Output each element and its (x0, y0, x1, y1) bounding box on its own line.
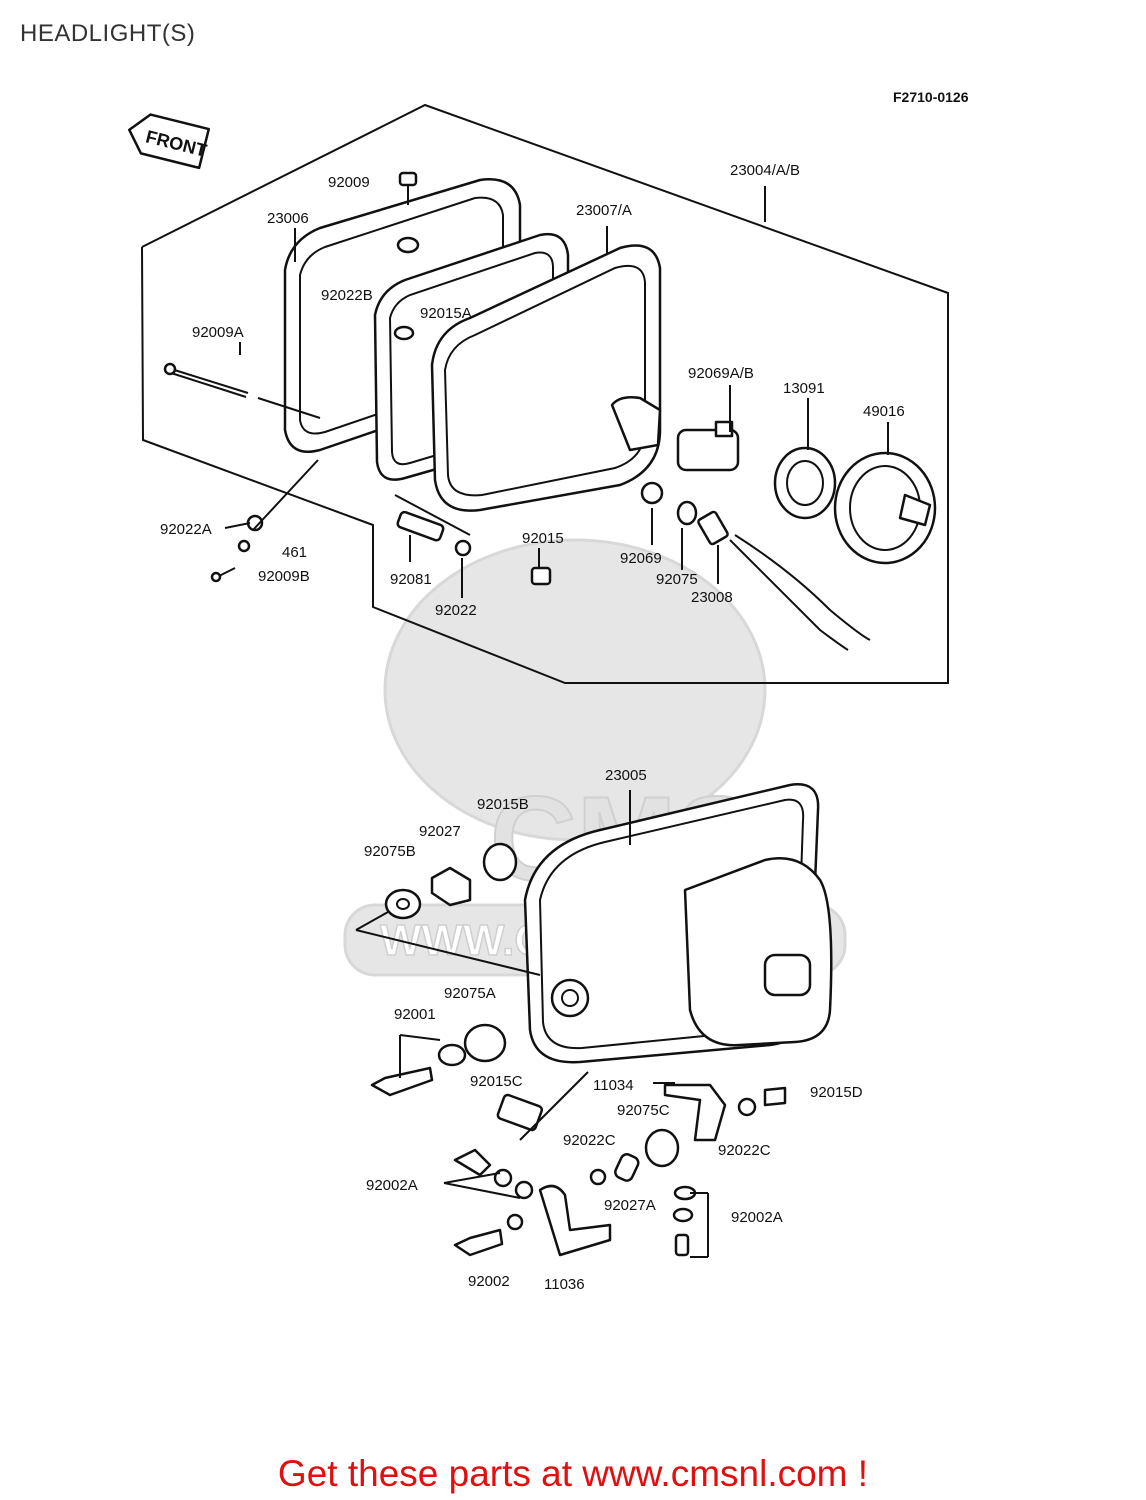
assembly-bracket-23004 (141, 103, 949, 684)
part-label[interactable]: 92069A/B (688, 365, 754, 382)
part-label[interactable]: 92015D (810, 1084, 863, 1101)
part-label[interactable]: 92022 (435, 602, 477, 619)
part-label[interactable]: 23005 (605, 767, 647, 784)
part-label[interactable]: 92015C (470, 1073, 523, 1090)
part-label[interactable]: 92002A (731, 1209, 783, 1226)
page-title: HEADLIGHT(S) (20, 20, 196, 47)
sealed-beam-unit (430, 244, 662, 512)
part-label[interactable]: 92081 (390, 571, 432, 588)
diagram-ref-code: F2710-0126 (893, 89, 969, 105)
part-label[interactable]: 92075A (444, 985, 496, 1002)
part-label[interactable]: 92022A (160, 521, 212, 538)
part-label[interactable]: 92027 (419, 823, 461, 840)
part-label[interactable]: 49016 (863, 403, 905, 420)
part-label[interactable]: 92069 (620, 550, 662, 567)
footer-cta-link[interactable]: Get these parts at www.cmsnl.com ! (277, 1453, 869, 1494)
part-label[interactable]: 23006 (267, 210, 309, 227)
part-label[interactable]: 23007/A (576, 202, 632, 219)
part-label[interactable]: 92002A (366, 1177, 418, 1194)
part-label[interactable]: 92002 (468, 1273, 510, 1290)
headlight-parts-diagram: CMS WWW.CMSNL.COM FRONT (127, 103, 949, 1293)
part-label[interactable]: 92075C (617, 1102, 670, 1119)
part-label[interactable]: 92001 (394, 1006, 436, 1023)
top-small-parts (163, 171, 937, 651)
part-label[interactable]: 23004/A/B (730, 162, 800, 179)
part-label[interactable]: 92075 (656, 571, 698, 588)
part-label[interactable]: 92022C (563, 1132, 616, 1149)
part-23005-headlight-case (523, 783, 833, 1064)
part-label[interactable]: 92009 (328, 174, 370, 191)
leader-lines-top (224, 226, 889, 598)
lower-small-parts (355, 842, 787, 1258)
front-direction-tag: FRONT (127, 113, 211, 170)
part-label[interactable]: 11036 (544, 1276, 585, 1293)
part-label[interactable]: 461 (282, 544, 307, 561)
part-label[interactable]: 11034 (593, 1077, 634, 1094)
part-label[interactable]: 13091 (783, 380, 825, 397)
part-label[interactable]: 92022B (321, 287, 373, 304)
part-label[interactable]: 92015B (477, 796, 529, 813)
part-label[interactable]: 92009A (192, 324, 244, 341)
part-label[interactable]: 92009B (258, 568, 310, 585)
part-label[interactable]: 92022C (718, 1142, 771, 1159)
part-label[interactable]: 92015 (522, 530, 564, 547)
part-label[interactable]: 23008 (691, 589, 733, 606)
part-label[interactable]: 92075B (364, 843, 416, 860)
part-label[interactable]: 92015A (420, 305, 472, 322)
part-label[interactable]: 92027A (604, 1197, 656, 1214)
